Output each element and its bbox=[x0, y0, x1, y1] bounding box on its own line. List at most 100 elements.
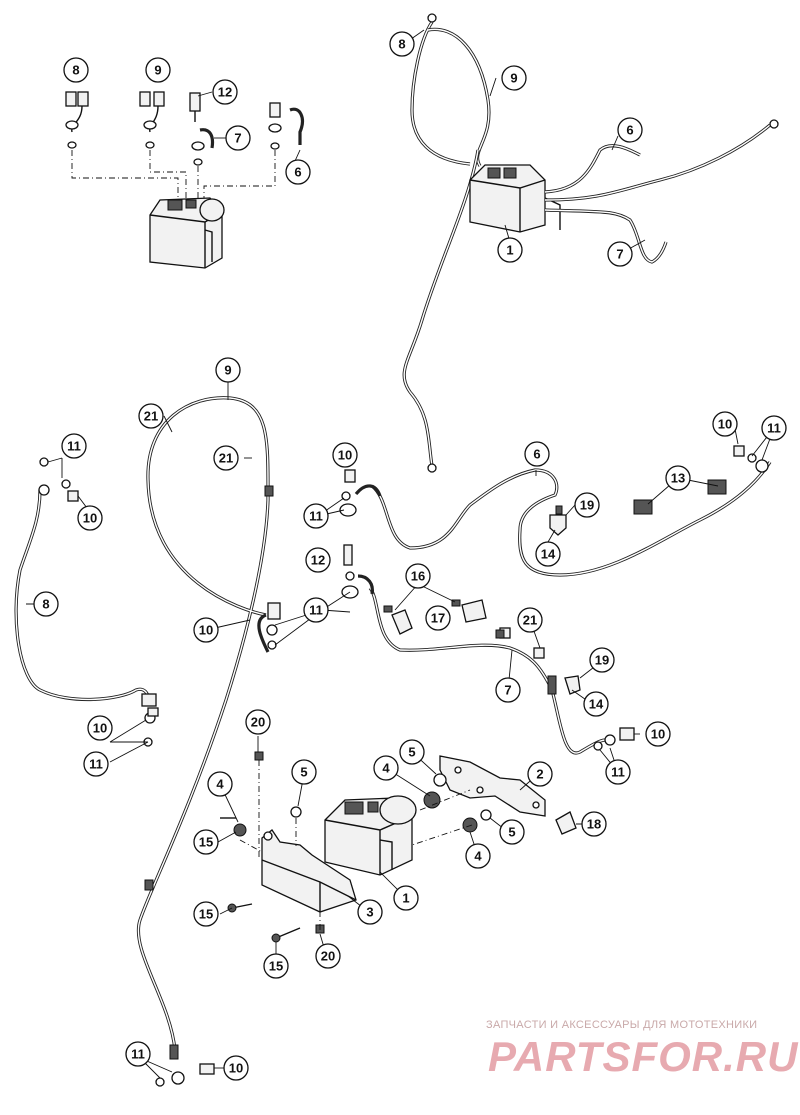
callout: 16 bbox=[405, 563, 431, 589]
callout: 4 bbox=[207, 771, 233, 797]
callout: 10 bbox=[77, 505, 103, 531]
hose-9 bbox=[136, 396, 281, 1087]
callout: 21 bbox=[138, 403, 164, 429]
svg-text:12: 12 bbox=[311, 553, 325, 568]
callout: 11 bbox=[761, 415, 787, 441]
svg-text:4: 4 bbox=[216, 777, 224, 792]
callout: 2 bbox=[527, 761, 553, 787]
svg-text:7: 7 bbox=[504, 683, 511, 698]
svg-text:11: 11 bbox=[767, 421, 781, 436]
callout: 13 bbox=[665, 465, 691, 491]
callout: 19 bbox=[589, 647, 615, 673]
callout: 5 bbox=[399, 739, 425, 765]
callout: 10 bbox=[712, 411, 738, 437]
svg-text:4: 4 bbox=[474, 849, 482, 864]
svg-text:2: 2 bbox=[536, 767, 543, 782]
fitting-group-6 bbox=[268, 102, 304, 150]
svg-text:21: 21 bbox=[523, 613, 537, 628]
callout: 19 bbox=[574, 492, 600, 518]
svg-text:7: 7 bbox=[616, 247, 623, 262]
svg-text:4: 4 bbox=[382, 761, 390, 776]
callout: 1 bbox=[497, 237, 523, 263]
svg-text:9: 9 bbox=[510, 71, 517, 86]
callout: 15 bbox=[263, 953, 289, 979]
svg-text:8: 8 bbox=[42, 597, 49, 612]
svg-text:21: 21 bbox=[219, 451, 233, 466]
callout: 12 bbox=[305, 547, 331, 573]
callout: 6 bbox=[285, 159, 311, 185]
callout: 11 bbox=[605, 759, 631, 785]
callouts-main: 9 21 21 11 10 10 8 11 6 19 14 10 11 13 1… bbox=[33, 357, 787, 1081]
svg-text:18: 18 bbox=[587, 817, 601, 832]
callout: 10 bbox=[332, 442, 358, 468]
svg-text:6: 6 bbox=[533, 447, 540, 462]
top-right-installed-view bbox=[402, 13, 779, 473]
callout: 8 bbox=[389, 31, 415, 57]
svg-text:11: 11 bbox=[611, 765, 625, 780]
svg-text:20: 20 bbox=[321, 949, 335, 964]
svg-text:15: 15 bbox=[199, 907, 213, 922]
callout: 6 bbox=[524, 441, 550, 467]
callout: 20 bbox=[245, 709, 271, 735]
svg-text:9: 9 bbox=[224, 363, 231, 378]
watermark-logo: PARTSFOR.RU bbox=[488, 1033, 799, 1080]
svg-text:5: 5 bbox=[508, 825, 515, 840]
fasteners bbox=[220, 751, 325, 943]
fitting-group-9 bbox=[139, 91, 165, 149]
svg-text:10: 10 bbox=[338, 448, 352, 463]
callout: 17 bbox=[425, 605, 451, 631]
callout: 3 bbox=[357, 899, 383, 925]
callouts-top-left: 8 9 12 7 6 bbox=[63, 57, 311, 185]
callout: 7 bbox=[225, 125, 251, 151]
callout: 11 bbox=[125, 1041, 151, 1067]
svg-text:11: 11 bbox=[315, 603, 329, 618]
callout: 11 bbox=[303, 597, 329, 623]
callout: 11 bbox=[83, 751, 109, 777]
svg-text:8: 8 bbox=[72, 63, 79, 78]
main-exploded-view bbox=[14, 396, 772, 1087]
svg-text:10: 10 bbox=[83, 511, 97, 526]
bracket-16-17 bbox=[383, 599, 505, 639]
svg-text:20: 20 bbox=[251, 715, 265, 730]
svg-text:1: 1 bbox=[506, 243, 513, 258]
callout: 20 bbox=[315, 943, 341, 969]
hose-6 bbox=[339, 445, 772, 577]
callout: 7 bbox=[607, 241, 633, 267]
callout: 6 bbox=[617, 117, 643, 143]
svg-text:12: 12 bbox=[218, 85, 232, 100]
svg-text:5: 5 bbox=[300, 765, 307, 780]
svg-text:19: 19 bbox=[580, 498, 594, 513]
svg-text:7: 7 bbox=[234, 131, 241, 146]
svg-text:13: 13 bbox=[671, 471, 685, 486]
callout: 5 bbox=[291, 759, 317, 785]
hose-8 bbox=[14, 457, 159, 747]
callout: 15 bbox=[193, 901, 219, 927]
svg-text:17: 17 bbox=[431, 611, 445, 626]
callout: 18 bbox=[581, 811, 607, 837]
callout: 5 bbox=[499, 819, 525, 845]
svg-text:11: 11 bbox=[131, 1047, 145, 1062]
callout: 10 bbox=[193, 617, 219, 643]
callout: 11 bbox=[303, 503, 329, 529]
abs-modulator-top-right bbox=[469, 164, 561, 233]
svg-text:5: 5 bbox=[408, 745, 415, 760]
callout: 8 bbox=[33, 591, 59, 617]
hose-7 bbox=[341, 544, 635, 755]
svg-text:14: 14 bbox=[589, 697, 604, 712]
callout: 21 bbox=[517, 607, 543, 633]
fitting-group-8 bbox=[65, 91, 89, 149]
watermark-subtitle: ЗАПЧАСТИ И АКСЕССУАРЫ ДЛЯ МОТОТЕХНИКИ bbox=[486, 1019, 758, 1031]
abs-modulator-top-left bbox=[149, 197, 225, 269]
callout: 12 bbox=[212, 79, 238, 105]
callout: 7 bbox=[495, 677, 521, 703]
svg-text:10: 10 bbox=[651, 727, 665, 742]
bracket-3 bbox=[261, 829, 357, 913]
bracket-2 bbox=[433, 755, 546, 817]
callout: 9 bbox=[215, 357, 241, 383]
callout: 4 bbox=[373, 755, 399, 781]
svg-text:10: 10 bbox=[199, 623, 213, 638]
callout: 10 bbox=[87, 715, 113, 741]
callout: 9 bbox=[145, 57, 171, 83]
callout: 1 bbox=[393, 885, 419, 911]
